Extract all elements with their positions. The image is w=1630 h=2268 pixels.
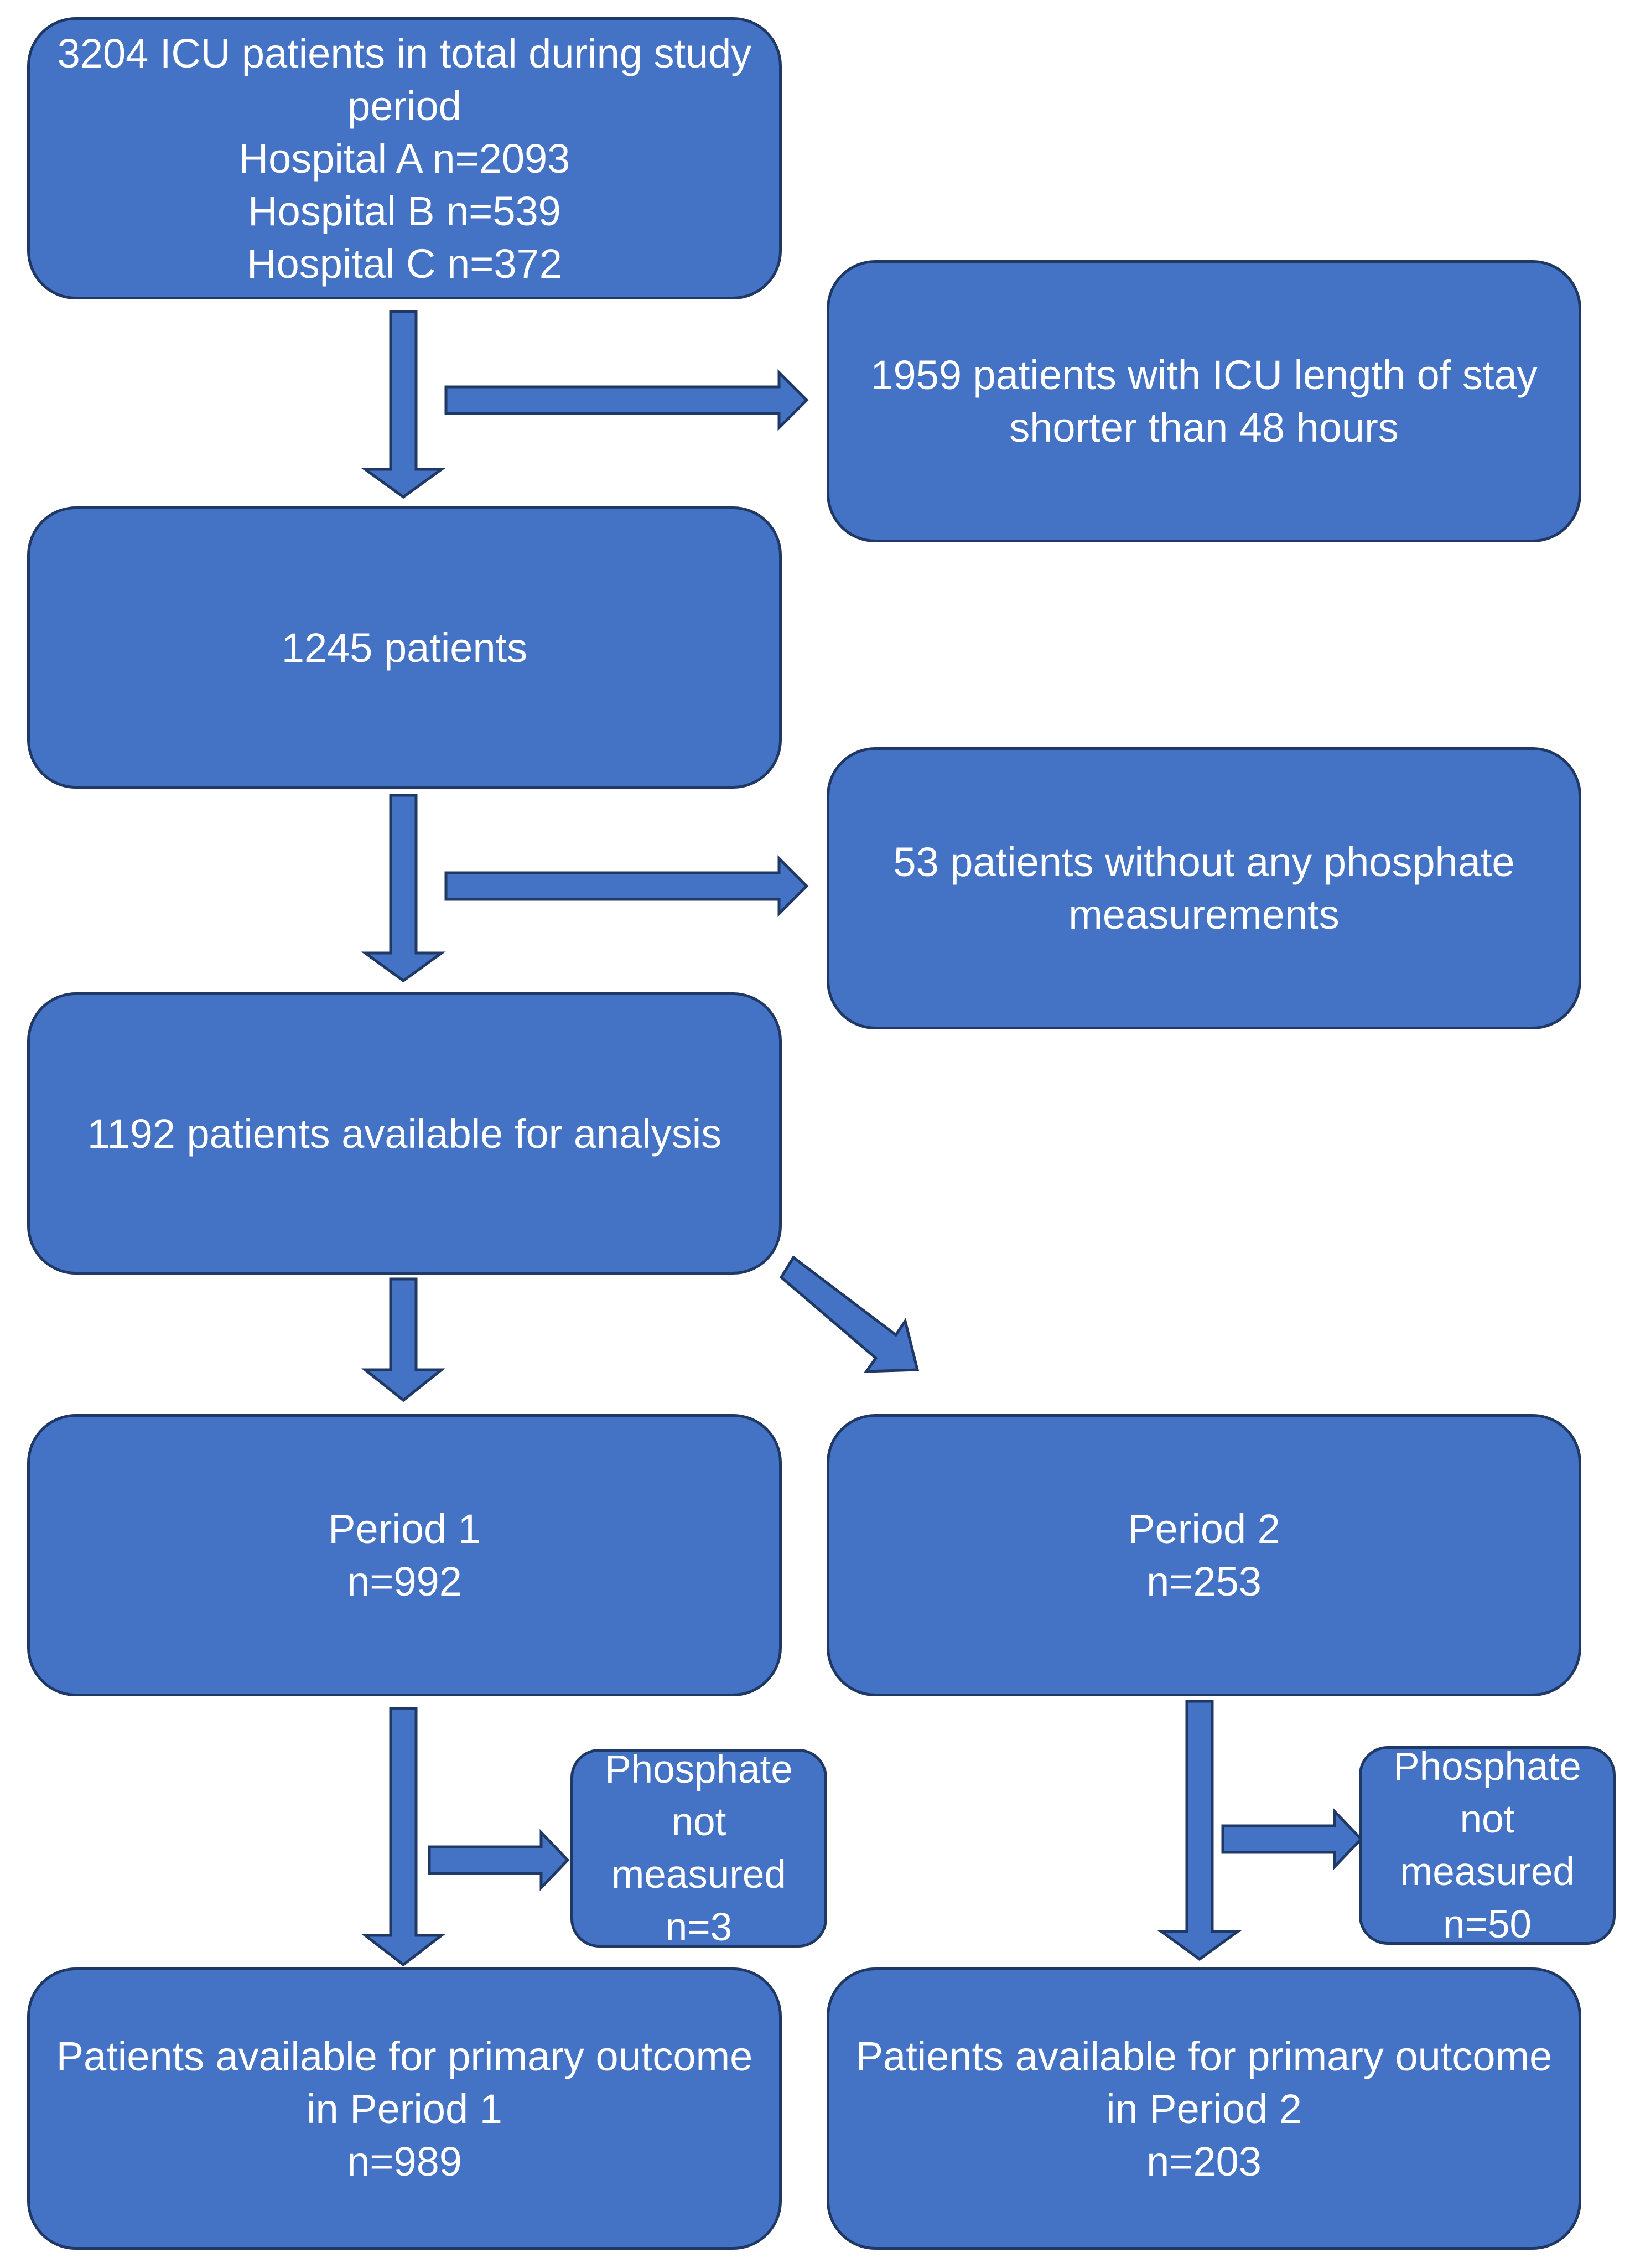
total-patients-box: 3204 ICU patients in total during study …: [27, 17, 782, 299]
arrow-down-period2-to-primary2: [1157, 1700, 1242, 1961]
excluded-los-line-2: shorter than 48 hours: [1009, 405, 1399, 451]
primary-p2-line-1: Patients available for primary outcome: [855, 2033, 1553, 2079]
arrow-down-total-to-1245: [361, 310, 446, 499]
excluded-phosphate-line-2: measurements: [1068, 892, 1340, 938]
total-line-4: Hospital B n=539: [248, 188, 561, 234]
not-measured-p2-line-1: Phosphate: [1393, 1744, 1581, 1789]
arrow-right-to-excluded-phosphate: [444, 855, 809, 918]
period-1-label: Period 1: [328, 1506, 481, 1552]
phosphate-not-measured-period-2-box: Phosphate not measured n=50: [1359, 1745, 1616, 1946]
arrow-right-to-excluded-los: [444, 369, 809, 432]
available-for-analysis-box: 1192 patients available for analysis: [27, 992, 782, 1275]
period-2-box: Period 2 n=253: [827, 1414, 1581, 1696]
primary-p1-line-2: in Period 1: [307, 2085, 502, 2132]
period-2-count: n=253: [1146, 1558, 1262, 1604]
arrow-right-to-not-measured-p2: [1221, 1808, 1363, 1871]
excluded-short-stay-box: 1959 patients with ICU length of stay sh…: [827, 260, 1581, 542]
not-measured-p2-line-2: not: [1460, 1797, 1515, 1841]
primary-p2-line-3: n=203: [1146, 2138, 1262, 2184]
primary-outcome-period-2-box: Patients available for primary outcome i…: [827, 1967, 1581, 2250]
primary-p1-line-3: n=989: [347, 2138, 462, 2184]
period-1-box: Period 1 n=992: [27, 1414, 782, 1696]
arrow-right-to-not-measured-p1: [428, 1829, 570, 1892]
total-line-3: Hospital A n=2093: [238, 135, 570, 182]
excluded-phosphate-line-1: 53 patients without any phosphate: [893, 839, 1515, 885]
primary-p2-line-2: in Period 2: [1106, 2085, 1302, 2132]
arrow-diagonal-1192-to-period2: [779, 1255, 920, 1373]
excluded-no-phosphate-box: 53 patients without any phosphate measur…: [827, 747, 1581, 1029]
patients-1245-label: 1245 patients: [281, 624, 528, 671]
not-measured-p1-line-3: measured: [611, 1852, 786, 1897]
available-label: 1192 patients available for analysis: [87, 1110, 722, 1157]
not-measured-p2-line-4: n=50: [1443, 1902, 1532, 1946]
arrow-down-1192-to-period1: [361, 1277, 446, 1402]
patients-1245-box: 1245 patients: [27, 506, 782, 789]
period-2-label: Period 2: [1128, 1506, 1280, 1552]
phosphate-not-measured-period-1-box: Phosphate not measured n=3: [570, 1748, 827, 1949]
arrow-down-1245-to-1192: [361, 794, 446, 983]
excluded-los-line-1: 1959 patients with ICU length of stay: [870, 352, 1538, 398]
not-measured-p1-line-4: n=3: [665, 1905, 733, 1949]
not-measured-p1-line-1: Phosphate: [605, 1747, 793, 1791]
arrow-down-period1-to-primary1: [361, 1707, 446, 1967]
total-line-1: 3204 ICU patients in total during study: [57, 30, 752, 76]
primary-p1-line-1: Patients available for primary outcome: [56, 2033, 753, 2079]
period-1-count: n=992: [347, 1558, 462, 1604]
total-line-2: period: [347, 82, 461, 129]
not-measured-p1-line-2: not: [671, 1800, 726, 1844]
primary-outcome-period-1-box: Patients available for primary outcome i…: [27, 1967, 782, 2250]
total-line-5: Hospital C n=372: [247, 240, 562, 287]
not-measured-p2-line-3: measured: [1400, 1850, 1575, 1894]
